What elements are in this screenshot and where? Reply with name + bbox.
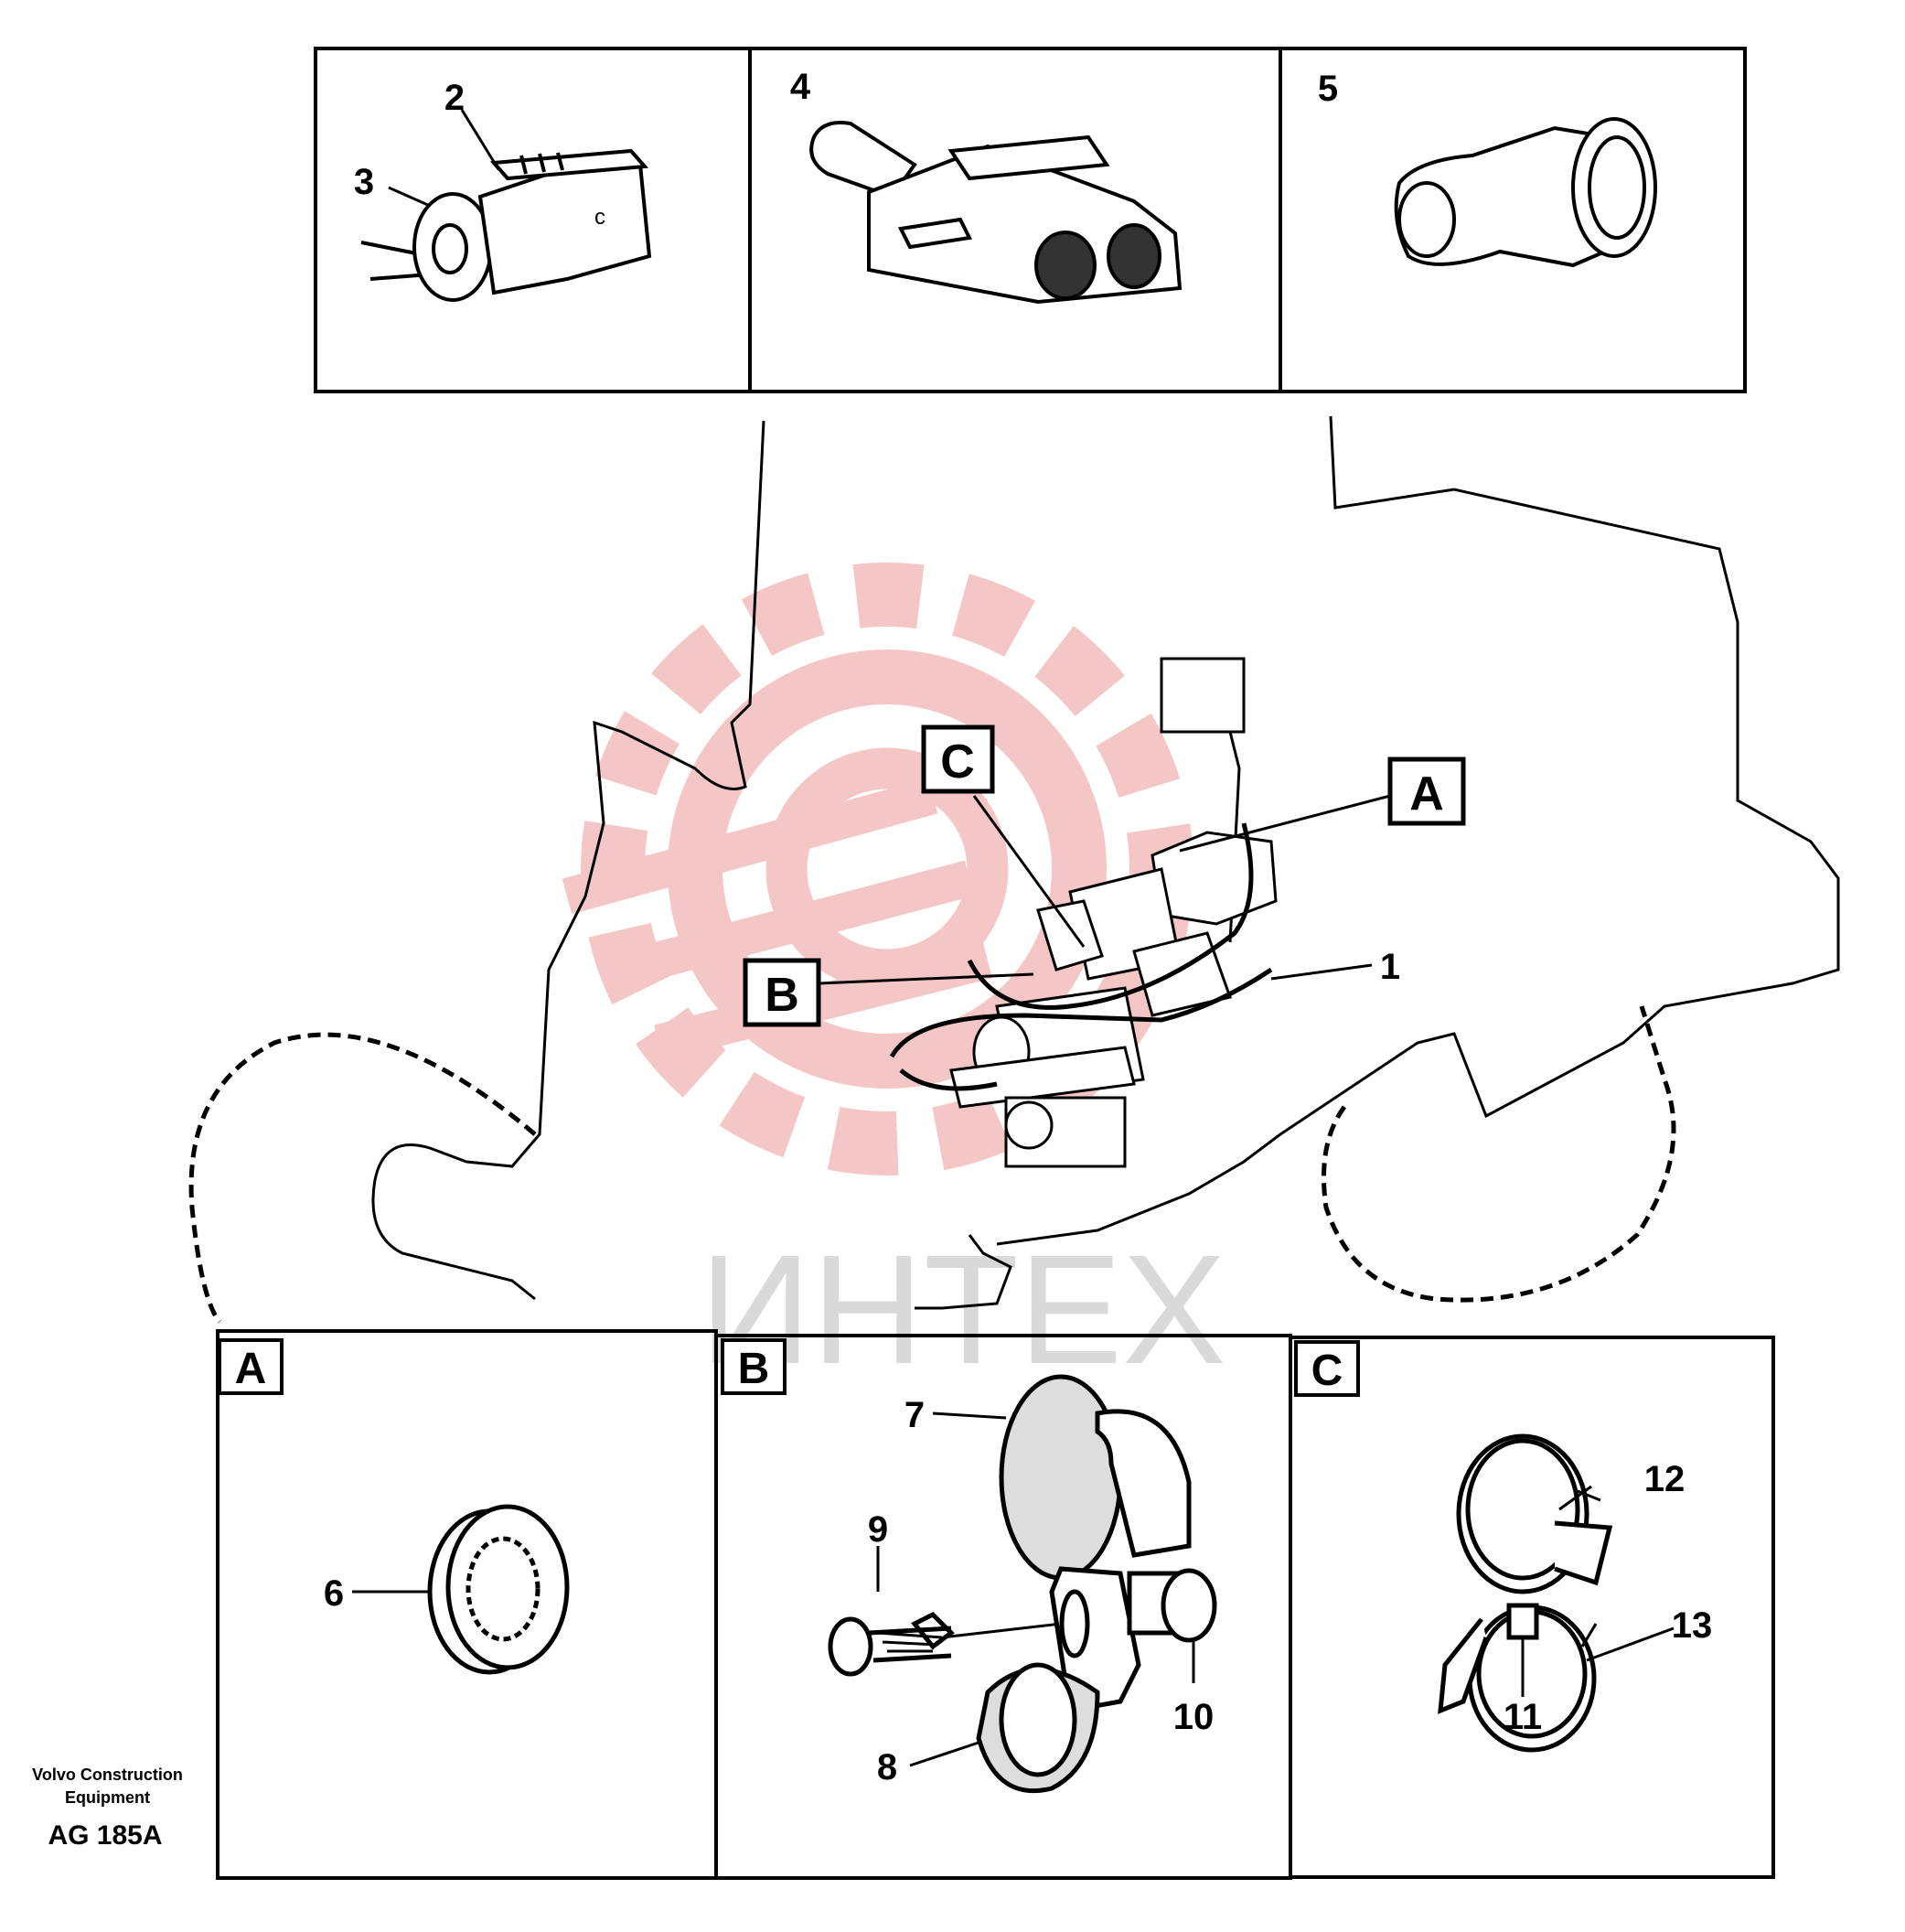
callout-1: 1: [1380, 947, 1400, 987]
detail-panel-c: [1289, 1336, 1775, 1879]
company-caption: Volvo Construction Equipment: [32, 1766, 183, 1807]
detail-panel-c-label: C: [1311, 1347, 1343, 1395]
elbow-5-drawing: [1394, 117, 1657, 268]
callout-4: 4: [790, 67, 811, 107]
connector-4-drawing: [809, 121, 1183, 305]
callout-10: 10: [1173, 1697, 1215, 1737]
hose-clamps-drawing: [1438, 1433, 1613, 1753]
clamp-assembly-drawing: [828, 1374, 1217, 1794]
view-reference-boxes: [743, 724, 1466, 1027]
detail-panel-b-label: B: [738, 1345, 770, 1393]
view-ref-a-label: A: [1409, 767, 1444, 821]
svg-text:c: c: [594, 205, 605, 230]
callout-12: 12: [1644, 1459, 1686, 1499]
machine-outline: [188, 415, 1840, 1324]
main-assembly-drawing: [889, 657, 1278, 1168]
callout-8: 8: [877, 1747, 897, 1787]
view-ref-a: [1387, 757, 1466, 826]
callout-3: 3: [354, 162, 374, 202]
top-detail-panels: [314, 47, 1747, 393]
connector-2-3-drawing: c: [360, 148, 652, 302]
callout-numbers: 1 2 3 4 5 6 7 8 9 10 11 12 13: [324, 67, 1712, 1787]
callout-13: 13: [1672, 1605, 1713, 1646]
bottom-detail-panels: [216, 1329, 1775, 1880]
hex-nut-6-drawing: [427, 1504, 570, 1675]
callout-9: 9: [868, 1509, 888, 1550]
detail-panel-a-label: A: [235, 1345, 267, 1393]
view-ref-c-label: C: [940, 735, 975, 789]
view-ref-c: [921, 724, 995, 794]
view-ref-b-label: B: [765, 969, 799, 1022]
callout-2: 2: [444, 78, 465, 118]
callout-7: 7: [904, 1395, 925, 1435]
view-ref-b: [743, 958, 821, 1027]
callout-11: 11: [1504, 1697, 1542, 1737]
watermark-text: ИНТЕХ: [700, 1223, 1226, 1397]
callout-6: 6: [324, 1573, 344, 1614]
drawing-code: AG 185A: [48, 1820, 163, 1851]
callout-5: 5: [1318, 69, 1338, 109]
detail-panel-5: [1279, 47, 1747, 393]
